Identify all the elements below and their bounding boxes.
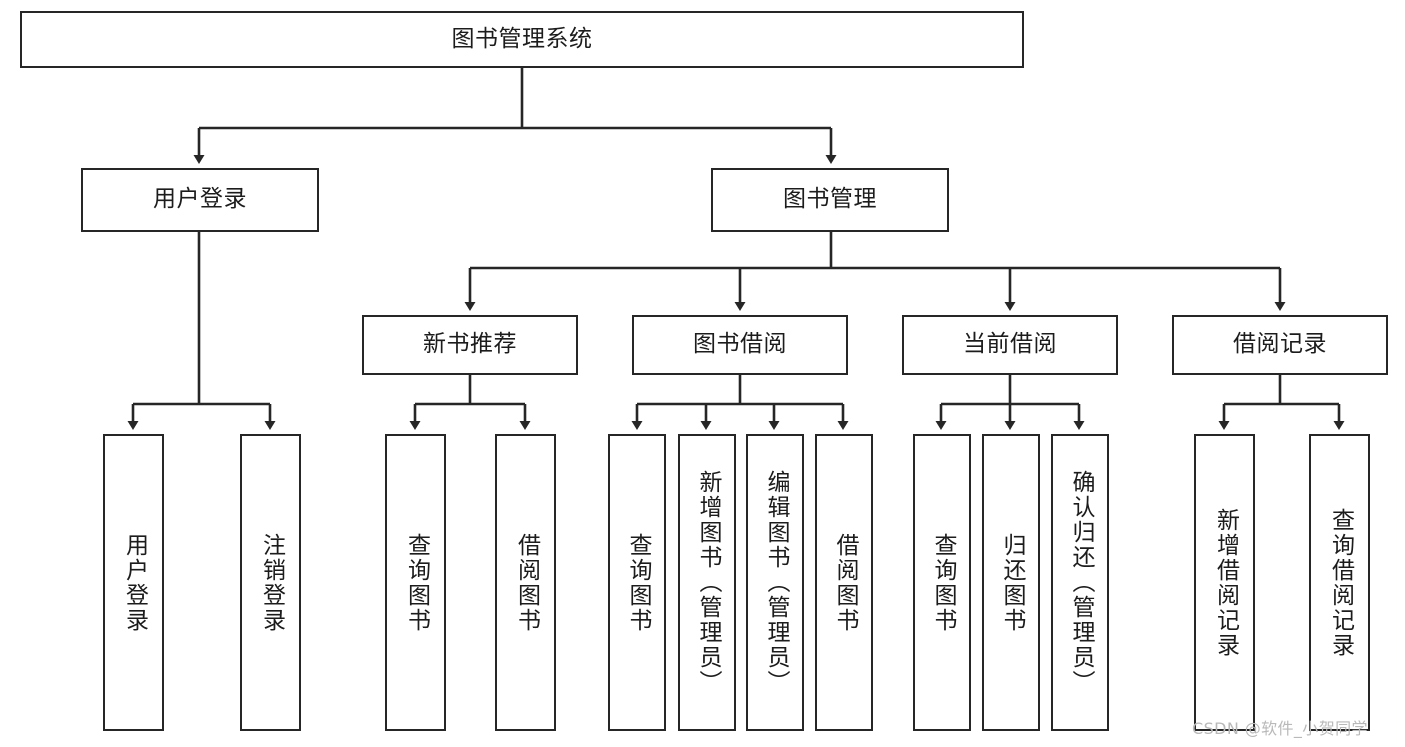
node-leaf-add-book-label: 新增图书（管理员） [694, 470, 721, 695]
node-new-book-recommend-label: 新书推荐 [423, 331, 517, 358]
node-new-book-recommend[interactable]: 新书推荐 [362, 315, 578, 375]
node-leaf-user-login-label: 用户登录 [121, 532, 148, 633]
node-leaf-query-book-1-label: 查询图书 [403, 532, 430, 633]
node-book-borrow[interactable]: 图书借阅 [632, 315, 848, 375]
node-leaf-query-book-2-label: 查询图书 [624, 532, 651, 633]
node-leaf-query-book-3[interactable]: 查询图书 [913, 434, 971, 731]
node-leaf-borrow-book-2-label: 借阅图书 [831, 532, 858, 633]
node-leaf-add-record[interactable]: 新增借阅记录 [1194, 434, 1255, 731]
node-leaf-query-book-3-label: 查询图书 [929, 532, 956, 633]
node-root[interactable]: 图书管理系统 [20, 11, 1024, 68]
node-user-login[interactable]: 用户登录 [81, 168, 319, 232]
node-book-borrow-label: 图书借阅 [693, 331, 787, 358]
node-leaf-edit-book-label: 编辑图书（管理员） [762, 470, 789, 695]
node-root-label: 图书管理系统 [451, 25, 593, 52]
node-leaf-add-book[interactable]: 新增图书（管理员） [678, 434, 736, 731]
node-borrow-record[interactable]: 借阅记录 [1172, 315, 1388, 375]
node-current-borrow[interactable]: 当前借阅 [902, 315, 1118, 375]
node-leaf-confirm-return[interactable]: 确认归还（管理员） [1051, 434, 1109, 731]
node-leaf-query-book-1[interactable]: 查询图书 [385, 434, 446, 731]
node-leaf-borrow-book-1-label: 借阅图书 [513, 532, 540, 633]
node-book-manage[interactable]: 图书管理 [711, 168, 949, 232]
node-leaf-user-logout-label: 注销登录 [258, 532, 285, 633]
node-leaf-borrow-book-1[interactable]: 借阅图书 [495, 434, 556, 731]
node-leaf-user-logout[interactable]: 注销登录 [240, 434, 301, 731]
node-leaf-confirm-return-label: 确认归还（管理员） [1067, 470, 1094, 695]
node-book-manage-label: 图书管理 [783, 186, 877, 213]
node-leaf-add-record-label: 新增借阅记录 [1212, 507, 1239, 658]
node-leaf-query-book-2[interactable]: 查询图书 [608, 434, 666, 731]
node-borrow-record-label: 借阅记录 [1233, 331, 1327, 358]
node-leaf-borrow-book-2[interactable]: 借阅图书 [815, 434, 873, 731]
csdn-watermark: CSDN @软件_小贺同学 [1192, 719, 1368, 738]
node-leaf-return-book[interactable]: 归还图书 [982, 434, 1040, 731]
node-leaf-user-login[interactable]: 用户登录 [103, 434, 164, 731]
node-leaf-edit-book[interactable]: 编辑图书（管理员） [746, 434, 804, 731]
node-leaf-query-record-label: 查询借阅记录 [1327, 507, 1354, 658]
node-user-login-label: 用户登录 [153, 186, 247, 213]
node-leaf-return-book-label: 归还图书 [998, 532, 1025, 633]
node-leaf-query-record[interactable]: 查询借阅记录 [1309, 434, 1370, 731]
node-current-borrow-label: 当前借阅 [963, 331, 1057, 358]
